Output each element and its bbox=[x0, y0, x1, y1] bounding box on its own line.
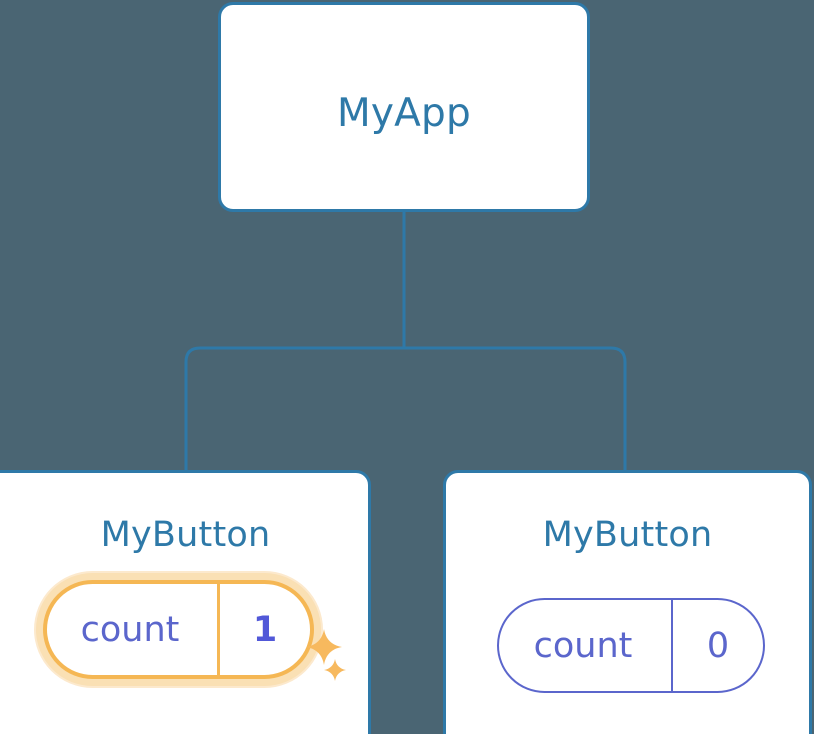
node-mybutton-right[interactable]: MyButton count 0 bbox=[443, 470, 812, 734]
prop-value-left: 1 bbox=[217, 584, 310, 675]
node-mybutton-left-title: MyButton bbox=[100, 515, 271, 555]
sparkle-icon bbox=[323, 658, 347, 682]
prop-chip-count-left[interactable]: count 1 bbox=[43, 580, 314, 679]
prop-chip-wrapper-right: count 0 bbox=[497, 598, 765, 693]
node-myapp-title: MyApp bbox=[337, 91, 471, 136]
node-myapp[interactable]: MyApp bbox=[218, 2, 590, 212]
node-mybutton-left[interactable]: MyButton count 1 bbox=[0, 470, 371, 734]
prop-chip-count-right[interactable]: count 0 bbox=[497, 598, 765, 693]
sparkle-icon bbox=[305, 628, 343, 666]
edge-root-to-children bbox=[184, 346, 627, 472]
prop-key-right: count bbox=[533, 625, 633, 666]
prop-value-right: 0 bbox=[671, 600, 763, 691]
prop-chip-wrapper-left: count 1 bbox=[43, 580, 346, 681]
node-mybutton-right-title: MyButton bbox=[542, 515, 713, 555]
prop-key-left: count bbox=[80, 609, 180, 650]
